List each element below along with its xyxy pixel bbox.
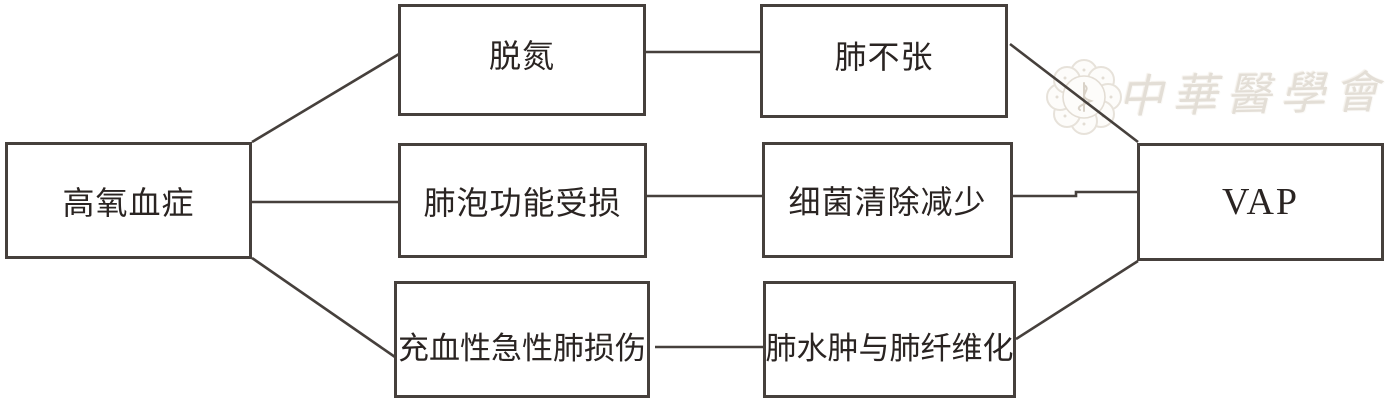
edge-hyperoxemia-congestive-acute-lung-injury xyxy=(251,256,396,359)
edge-atelectasis-vap xyxy=(1009,42,1139,144)
node-bacterial-clearance: 细菌清除减少 xyxy=(762,142,1013,258)
node-hyperoxemia: 高氧血症 xyxy=(5,142,252,259)
node-vap: VAP xyxy=(1137,143,1384,261)
node-congestive-acute-lung-injury: 充血性急性肺损伤 xyxy=(394,281,650,398)
edge-edema-fibrosis-vap xyxy=(1015,259,1139,341)
node-atelectasis: 肺不张 xyxy=(760,4,1008,118)
edge-hyperoxemia-denitrogenation xyxy=(251,52,400,144)
chinese-medical-association-seal-icon xyxy=(1046,59,1122,135)
node-denitrogenation: 脱氮 xyxy=(398,4,646,116)
node-alveolar-impairment: 肺泡功能受损 xyxy=(398,143,647,258)
node-edema-fibrosis: 肺水肿与肺纤维化 xyxy=(763,281,1016,398)
edge-bacterial-clearance-vap xyxy=(1013,190,1138,198)
